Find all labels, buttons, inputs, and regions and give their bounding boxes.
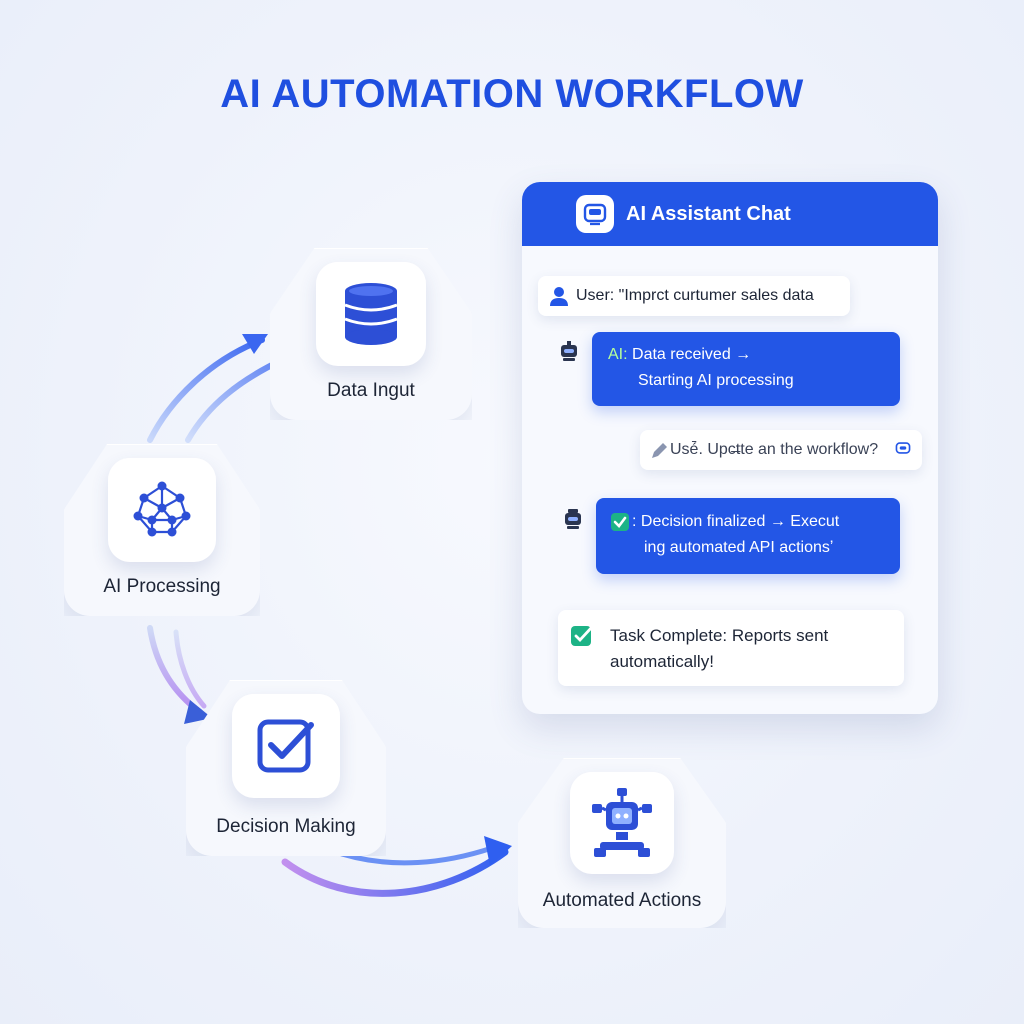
message-line-2: ing automated API actionsʼ	[644, 539, 834, 556]
node-decision-making: Decision Making	[186, 680, 386, 856]
arrow-processing-to-input-2	[185, 357, 285, 443]
database-icon	[344, 283, 398, 345]
small-bot-icon	[895, 442, 911, 454]
chat-title: AI Assistant Chat	[626, 202, 791, 225]
message-text: Data received →	[627, 346, 752, 363]
chat-header: AI Assistant Chat	[522, 182, 938, 246]
node-data-input: Data Ingut	[270, 248, 472, 420]
arrow-decision-to-actions-2	[327, 845, 495, 866]
message-text: User: "Imprct curtumer sales data	[576, 287, 814, 304]
checkbox-icon	[257, 719, 314, 773]
page-title: AI AUTOMATION WORKFLOW	[220, 72, 804, 116]
ai-prefix: AI:	[608, 346, 628, 363]
message-line-2: Starting AI processing	[638, 372, 794, 389]
message-line-2: automatically!	[610, 652, 714, 671]
message-line-1: AI: Data received →	[608, 346, 751, 364]
chat-message-task-complete: Task Complete: Reports sent automaticall…	[558, 610, 904, 686]
arrowhead-5	[484, 836, 512, 866]
node-tile	[108, 458, 216, 562]
node-ai-processing: AI Processing	[64, 444, 260, 616]
node-label: Decision Making	[216, 816, 356, 837]
bot-avatar-icon	[561, 341, 577, 361]
chat-bot-icon	[576, 195, 614, 233]
node-tile	[232, 694, 340, 798]
bot-avatar-icon	[565, 509, 581, 529]
pencil-icon	[652, 443, 667, 458]
user-icon	[550, 287, 568, 306]
message-text: Usé̄. Upc̶tte an the workflow?	[670, 441, 879, 458]
node-tile	[316, 262, 426, 366]
node-automated-actions: Automated Actions	[518, 758, 726, 928]
chat-message-user: User: "Imprct curtumer sales data	[538, 276, 850, 316]
chat-panel: AI Assistant Chat User: "Imprct curtumer…	[522, 182, 938, 714]
arrow-processing-to-input	[147, 337, 265, 443]
chat-message-ai: AI: Data received → Starting AI processi…	[592, 332, 900, 406]
node-tile	[570, 772, 674, 874]
chat-message-user-2: Usé̄. Upc̶tte an the workflow?	[640, 430, 922, 470]
node-label: AI Processing	[103, 576, 221, 597]
check-icon	[611, 513, 629, 531]
node-label: Automated Actions	[542, 890, 702, 911]
message-line-1: Task Complete: Reports sent	[610, 626, 829, 645]
robot-icon	[592, 788, 652, 857]
arrowhead-1	[242, 334, 268, 354]
message-line-1: : Decision finalized → Execut	[632, 513, 840, 530]
chat-message-ai-2: : Decision finalized → Execut ing automa…	[596, 498, 900, 574]
node-label: Data Ingut	[327, 380, 415, 401]
neural-network-icon	[133, 481, 191, 537]
arrow-processing-to-decision-2	[173, 629, 207, 709]
arrow-decision-to-actions	[281, 848, 509, 897]
check-icon	[571, 625, 594, 646]
